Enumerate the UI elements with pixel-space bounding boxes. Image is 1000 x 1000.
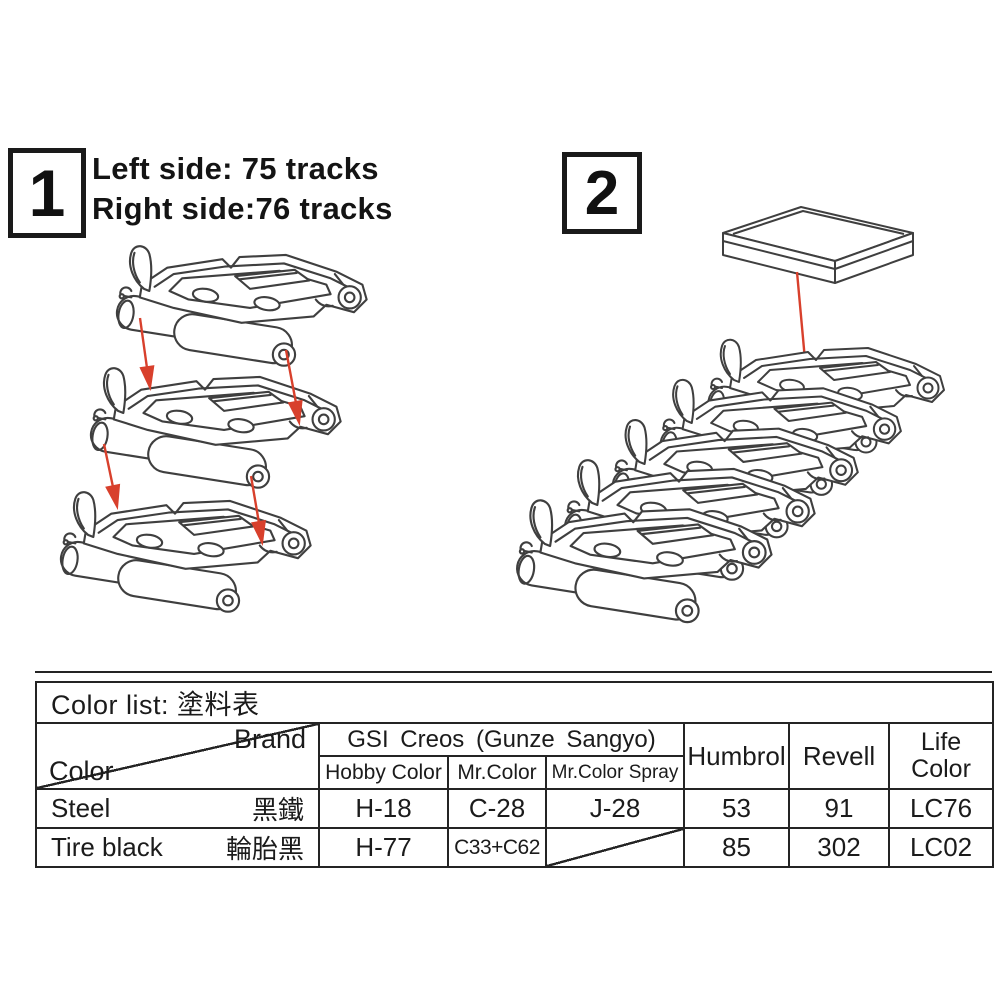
corner-color-label: Color bbox=[49, 756, 114, 786]
color-list-table: Color list: 塗料表 Brand Color GSI Creos (G… bbox=[34, 681, 995, 868]
life-color-header: Life Color bbox=[887, 722, 995, 790]
step1-diagram bbox=[57, 245, 368, 613]
gsi-creos-header: GSI Creos (Gunze Sangyo) bbox=[318, 722, 685, 757]
mr-color-header: Mr.Color bbox=[447, 755, 547, 790]
parts-box-drawing bbox=[722, 206, 914, 284]
color-name-cell: Steel 黑鐵 bbox=[35, 788, 320, 829]
corner-brand-label: Brand bbox=[233, 724, 306, 754]
revell-value: 91 bbox=[788, 788, 890, 829]
step-2-number: 2 bbox=[584, 158, 620, 228]
color-table-title: Color list: 塗料表 bbox=[34, 681, 995, 724]
mr-color-spray-value: J-28 bbox=[545, 788, 685, 829]
step-1-note-line-1: Left side: 75 tracks bbox=[92, 151, 379, 186]
mr-color-value: C-28 bbox=[447, 788, 547, 829]
color-name-zh: 輪胎黑 bbox=[225, 834, 304, 864]
humbrol-header: Humbrol bbox=[683, 722, 790, 790]
step-2-number-box: 2 bbox=[562, 152, 642, 234]
mr-color-value: C33+C62 bbox=[447, 827, 547, 868]
mr-color-spray-header: Mr.Color Spray bbox=[545, 755, 685, 790]
humbrol-value: 85 bbox=[683, 827, 790, 868]
revell-value: 302 bbox=[788, 827, 890, 868]
red-assembly-arrows bbox=[102, 317, 303, 547]
hobby-color-value: H-77 bbox=[318, 827, 449, 868]
color-name-en: Tire black bbox=[51, 832, 163, 862]
step2-diagram bbox=[513, 206, 945, 624]
color-name-cell: Tire black 輪胎黑 bbox=[35, 827, 320, 868]
step-1-number: 1 bbox=[28, 156, 66, 230]
track-link-drawing bbox=[87, 367, 342, 489]
step-1-number-box: 1 bbox=[8, 148, 86, 238]
revell-header: Revell bbox=[788, 722, 890, 790]
track-link-drawing bbox=[113, 245, 368, 367]
color-name-en: Steel bbox=[51, 793, 111, 823]
hobby-color-value: H-18 bbox=[318, 788, 449, 829]
hobby-color-header: Hobby Color bbox=[318, 755, 449, 790]
step-1-notes: Left side: 75 tracks Right side:76 track… bbox=[92, 149, 393, 229]
mr-color-spray-empty-cell bbox=[545, 827, 685, 868]
table-row-steel: Steel 黑鐵 H-18 C-28 J-28 53 91 LC76 bbox=[35, 788, 995, 829]
humbrol-value: 53 bbox=[683, 788, 790, 829]
step-1-note-line-2: Right side:76 tracks bbox=[92, 191, 393, 226]
table-row-tire-black: Tire black 輪胎黑 H-77 C33+C62 85 302 LC02 bbox=[35, 827, 995, 868]
track-link-drawing bbox=[57, 491, 312, 613]
color-name-zh: 黑鐵 bbox=[251, 795, 304, 825]
life-color-value: LC02 bbox=[887, 827, 995, 868]
life-color-value: LC76 bbox=[887, 788, 995, 829]
table-top-rule bbox=[35, 671, 992, 673]
corner-header-cell: Brand Color bbox=[35, 722, 320, 790]
